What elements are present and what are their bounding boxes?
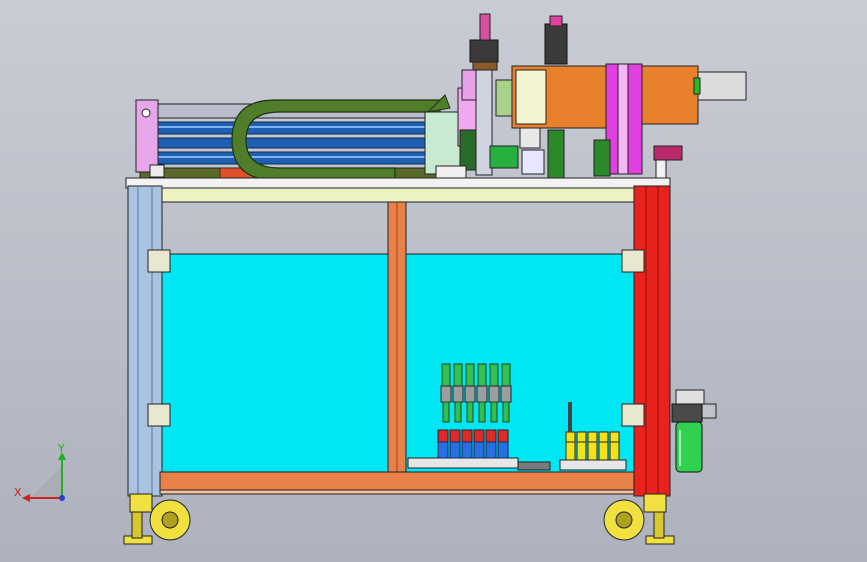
blue-valve-cap [473,429,485,443]
green-valve-body [465,363,475,387]
green-valve-fitting [464,385,476,403]
yellow-valve-cap [587,431,598,443]
blue-valve-cap [461,429,473,443]
green-valve-stem [466,401,474,423]
blue-valve-cap [449,429,461,443]
yellow-valve-body [609,441,620,461]
green-valve-stem [454,401,462,423]
bracket-bolt-icon [141,108,151,118]
side-motor-block [641,65,699,125]
air-filter-regulator [671,389,717,473]
yellow-valve-cap [576,431,587,443]
green-valve-stem [442,401,450,423]
green-valve-body [453,363,463,387]
yellow-valve-cap [598,431,609,443]
pneumatic-cylinder [544,23,568,65]
bottom-beam [159,471,635,491]
blue-valve-cap [485,429,497,443]
right-frame-leg [633,185,671,497]
caster-right [603,493,675,545]
yellow-valve-cap [609,431,620,443]
triad-x-label: X [14,486,22,499]
blue-valve-cap [437,429,449,443]
table-top-plate [125,177,671,189]
blue-valve-body [461,441,473,459]
carriage-block [424,111,462,175]
guide-rod-2 [149,137,451,149]
coordinate-triad: Y X [14,442,66,502]
blue-valve-body [497,441,509,459]
yellow-valve-body [565,441,576,461]
yellow-valve-group [559,402,627,471]
green-valve-fitting [452,385,464,403]
green-valve-body [489,363,499,387]
blue-valve-body [449,441,461,459]
blue-valve-body [473,441,485,459]
yellow-valve-body [576,441,587,461]
green-valve-stem [478,401,486,423]
green-valve-body [441,363,451,387]
blue-valve-cap [497,429,509,443]
green-valve-fitting [500,385,512,403]
triad-y-label: Y [57,442,65,455]
left-end-bracket [135,99,159,173]
left-frame-leg [127,185,163,497]
yellow-valve-cap [565,431,576,443]
blue-valve-body [437,441,449,459]
yellow-valve-body [598,441,609,461]
green-valve-fitting [476,385,488,403]
green-valve-fitting [440,385,452,403]
yellow-valve-body [587,441,598,461]
green-valve-stem [502,401,510,423]
green-gripper-block [489,145,519,169]
blue-valve-body [485,441,497,459]
solenoid-valve-bank [407,363,551,471]
motor-cylinder [697,71,747,101]
caster-left [123,493,191,545]
top-beam [159,187,635,203]
green-valve-fitting [488,385,500,403]
green-valve-body [501,363,511,387]
upper-mechanism [135,13,747,181]
green-valve-stem [490,401,498,423]
corner-brackets [147,249,645,427]
green-valve-body [477,363,487,387]
